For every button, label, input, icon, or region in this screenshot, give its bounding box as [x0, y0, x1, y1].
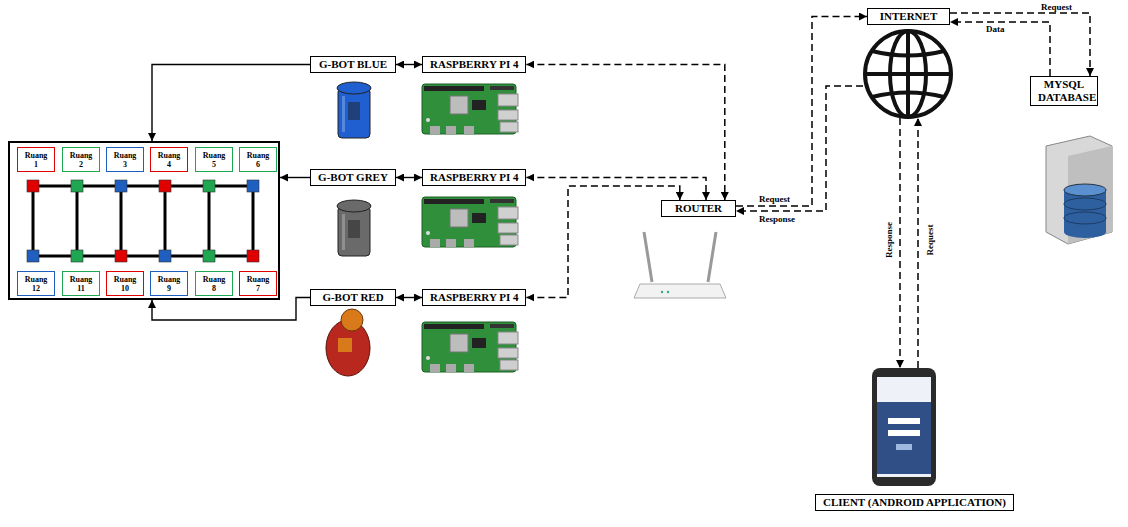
network-connector [950, 22, 1050, 76]
node-text: Ruang 4 [155, 151, 183, 169]
room-box: Ruang 12 [17, 271, 55, 296]
network-connector [526, 65, 724, 201]
room-box: Ruang 4 [150, 147, 188, 172]
edge-label: Request [924, 224, 934, 257]
database-server [1046, 136, 1112, 244]
node-text: Ruang 10 [111, 275, 139, 293]
solid-connector [396, 64, 422, 65]
blue-robot [337, 82, 371, 138]
internet-globe [865, 31, 951, 117]
solid-connector [396, 177, 422, 178]
node-text: Ruang 7 [244, 275, 272, 293]
raspberry-pi-board [422, 197, 518, 247]
controller-label: RASPBERRY PI 4 [422, 56, 526, 73]
node-text: G-BOT BLUE [318, 58, 388, 71]
raspberry-pi-board [422, 84, 518, 134]
node-text: G-BOT RED [318, 291, 388, 304]
node-text: Ruang 6 [244, 151, 272, 169]
node-text: RASPBERRY PI 4 [430, 58, 518, 71]
robot-label: G-BOT RED [310, 289, 396, 306]
internet-box: INTERNET [867, 8, 950, 25]
grey-robot [337, 200, 371, 256]
edge-label: Request [1040, 2, 1073, 12]
client-box: CLIENT (ANDROID APPLICATION) [815, 494, 1014, 511]
node-text: Ruang 9 [155, 275, 183, 293]
robot-label: G-BOT BLUE [310, 56, 396, 73]
node-text: ROUTER [669, 202, 728, 215]
controller-label: RASPBERRY PI 4 [422, 289, 526, 306]
node-text: Ruang 2 [67, 151, 95, 169]
node-text: MYSQL DATABASE [1038, 78, 1090, 104]
room-box: Ruang 5 [195, 147, 233, 172]
node-text: Ruang 8 [200, 275, 228, 293]
network-connector [736, 86, 863, 211]
raspberry-pi-board [422, 322, 518, 372]
red-robot [326, 309, 370, 376]
room-box: Ruang 1 [17, 147, 55, 172]
edge-label: Data [985, 24, 1006, 34]
network-connector [736, 17, 867, 207]
node-text: Ruang 1 [22, 151, 50, 169]
node-text: Ruang 12 [22, 275, 50, 293]
node-text: Ruang 5 [200, 151, 228, 169]
solid-connector [280, 177, 310, 178]
router-device [634, 232, 726, 298]
room-box: Ruang 11 [62, 271, 100, 296]
solid-connector [152, 65, 310, 142]
room-graph [33, 186, 253, 256]
node-text: CLIENT (ANDROID APPLICATION) [823, 496, 1006, 509]
edge-label: Request [758, 194, 791, 204]
android-phone [872, 368, 936, 486]
solid-connector [396, 297, 422, 298]
room-box: Ruang 8 [195, 271, 233, 296]
room-box: Ruang 10 [106, 271, 144, 296]
network-connector [917, 118, 919, 368]
node-text: RASPBERRY PI 4 [430, 291, 518, 304]
edge-label: Response [884, 221, 894, 259]
room-box: Ruang 3 [106, 147, 144, 172]
node-text: Ruang 3 [111, 151, 139, 169]
room-box: Ruang 7 [239, 271, 277, 296]
node-text: G-BOT GREY [318, 171, 388, 184]
robot-label: G-BOT GREY [310, 169, 396, 186]
network-connector [526, 186, 679, 298]
network-connector [899, 118, 901, 368]
room-markers [27, 180, 259, 262]
database-box: MYSQL DATABASE [1030, 76, 1098, 106]
solid-connector [152, 298, 310, 321]
node-text: RASPBERRY PI 4 [430, 171, 518, 184]
edge-label: Response [758, 214, 796, 224]
node-text: Ruang 11 [67, 275, 95, 293]
room-box: Ruang 9 [150, 271, 188, 296]
room-map-panel: Ruang 1 Ruang 2 Ruang 3 Ruang 4 Ruang 5 Ruang… [8, 141, 280, 300]
room-box: Ruang 2 [62, 147, 100, 172]
router-box: ROUTER [661, 200, 736, 217]
node-text: INTERNET [875, 10, 942, 23]
network-connector [950, 13, 1090, 76]
controller-label: RASPBERRY PI 4 [422, 169, 526, 186]
room-box: Ruang 6 [239, 147, 277, 172]
